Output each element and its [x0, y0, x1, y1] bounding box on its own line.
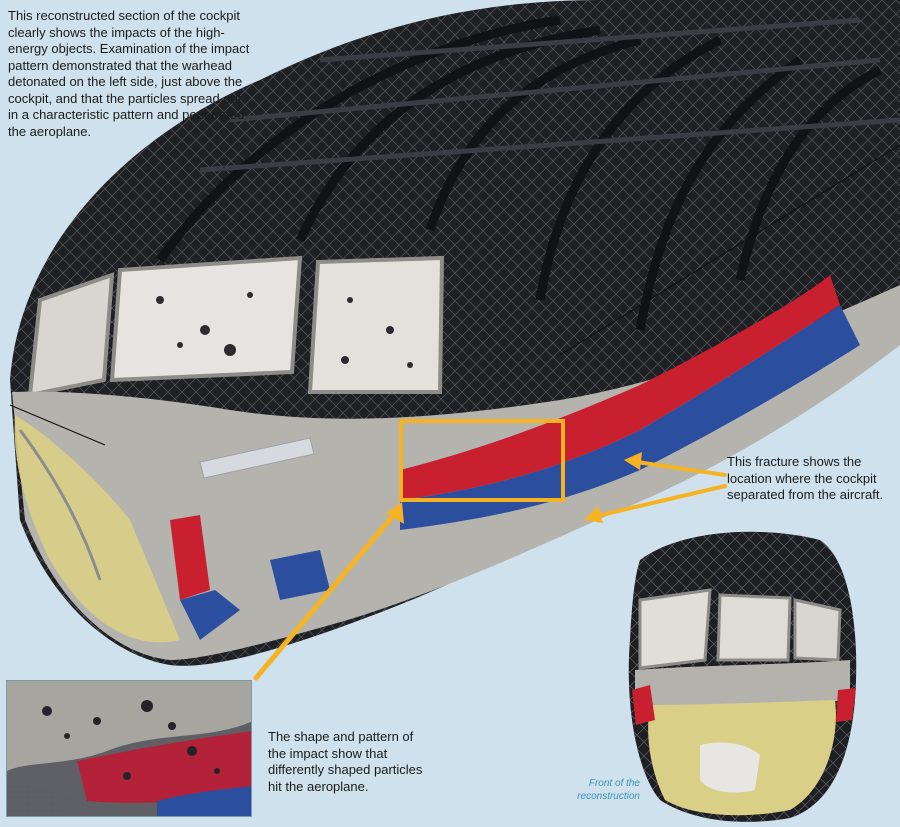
impact-shape-caption: The shape and pattern of the impact show…	[268, 729, 423, 794]
front-view-reconstruction	[628, 531, 857, 822]
fracture-caption: This fracture shows the location where t…	[727, 454, 884, 502]
livery-stripes	[170, 275, 860, 640]
impact-detail-image	[7, 681, 251, 816]
impact-detail-inset	[6, 680, 252, 817]
cabin-light-bar	[199, 437, 315, 479]
front-view-label: Front of the reconstruction	[577, 778, 640, 802]
callout-arrows	[253, 452, 727, 681]
suspension-wires	[9, 144, 900, 446]
main-caption: This reconstructed section of the cockpi…	[8, 8, 250, 139]
cockpit-windows	[27, 255, 445, 398]
impact-highlight-box	[399, 419, 565, 502]
